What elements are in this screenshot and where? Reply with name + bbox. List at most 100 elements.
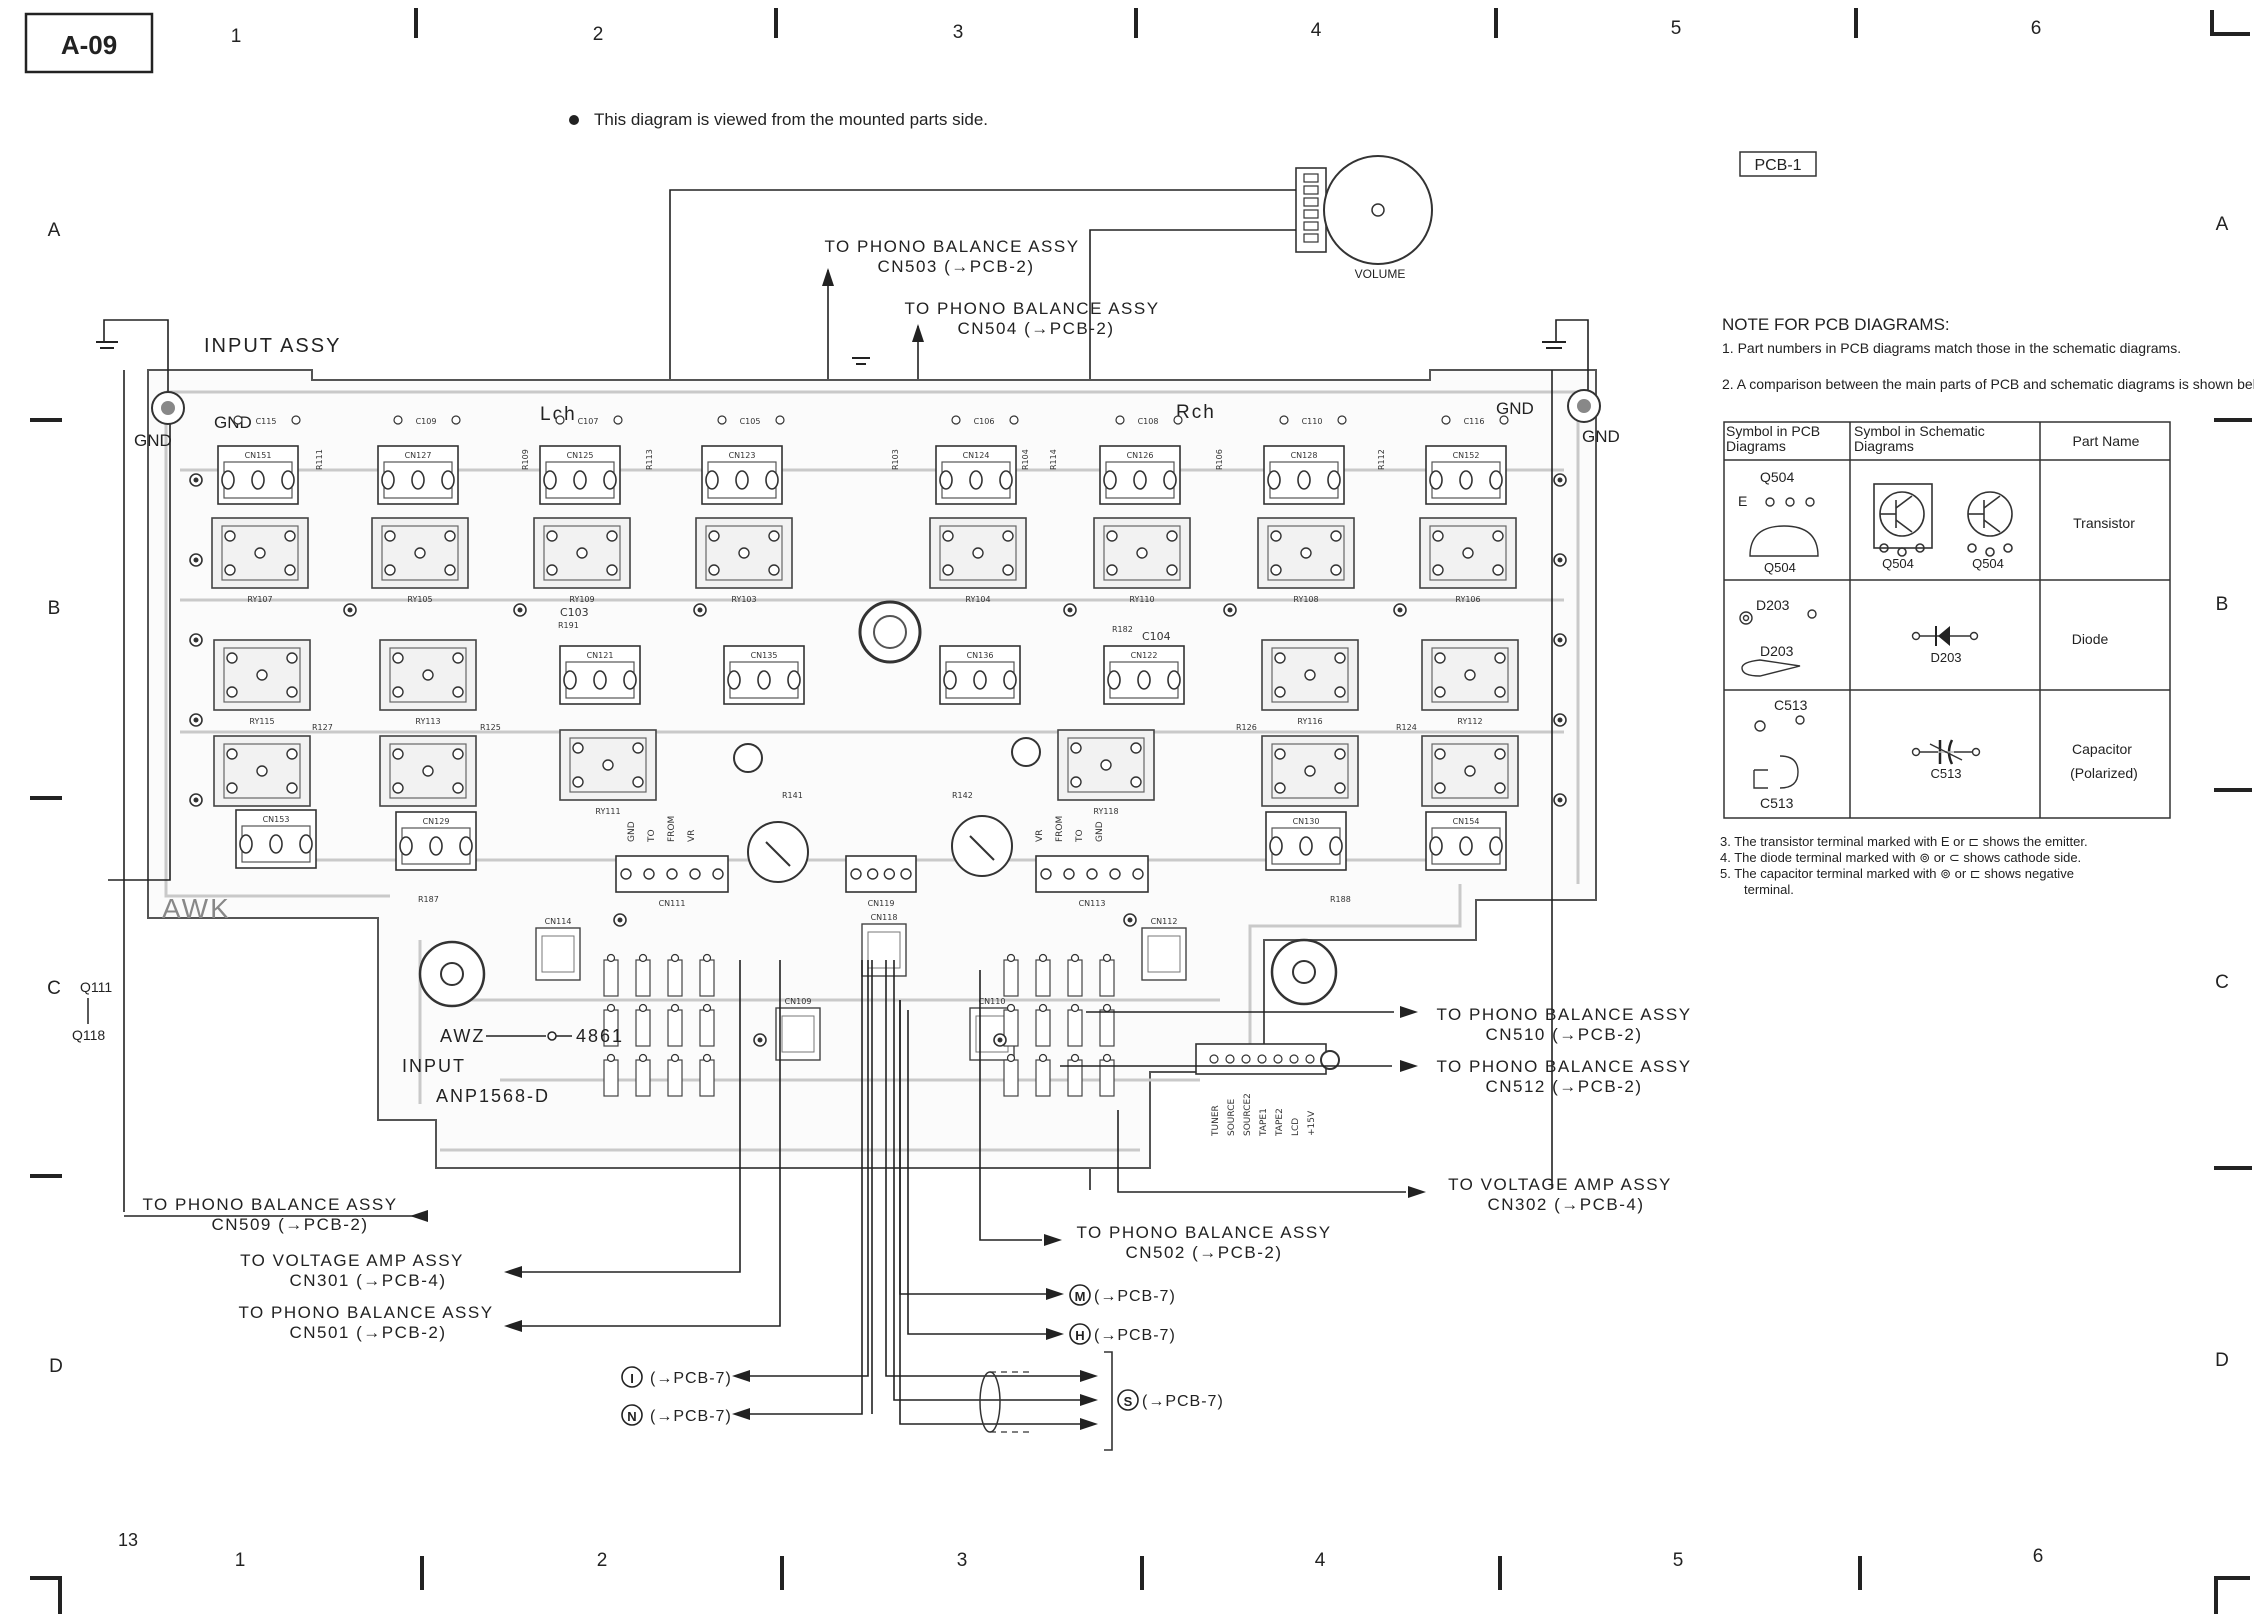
resistor-label: R109 <box>521 449 530 470</box>
connector-cn136: CN136 <box>939 645 1021 705</box>
connector-label: CN153 <box>263 815 290 824</box>
dest-cn502: TO PHONO BALANCE ASSY CN502 (→PCB-2) <box>1076 1223 1330 1262</box>
footnote-4: 4. The diode terminal marked with ⊚ or ⊂… <box>1720 850 2081 865</box>
connector-label: CN124 <box>963 451 990 460</box>
row-capacitor: C513 C513 C513 Capacitor (Polarized) <box>1753 697 2138 811</box>
cap-label: C115 <box>256 417 277 426</box>
cn117-pin: LCD <box>1291 1118 1301 1136</box>
relay-label: RY110 <box>1129 595 1154 604</box>
col-label-5: 5 <box>1671 18 1682 39</box>
volume-label: VOLUME <box>1355 267 1406 281</box>
awk-marking: AWK <box>162 893 231 924</box>
connector-cn135: CN135 <box>723 645 805 705</box>
notes-heading: NOTE FOR PCB DIAGRAMS: <box>1722 315 1950 334</box>
pcb-tag-box <box>1739 151 1817 177</box>
col-label-2: 2 <box>593 24 604 45</box>
dest-cn301-line2: CN301 (→PCB-4) <box>289 1271 446 1290</box>
table-header-part: Part Name <box>2073 433 2140 449</box>
cap-label: C108 <box>1138 417 1159 426</box>
left-electrolytic-cap <box>747 821 809 883</box>
lch-label: Lch <box>540 404 577 425</box>
solder-pad-hole <box>1397 607 1403 613</box>
resistor-column <box>1067 953 1083 1097</box>
transistor-schem-ref-2: Q504 <box>1972 556 2004 571</box>
transistor-schematic-icon-1 <box>1873 483 1933 557</box>
dest-cn504: TO PHONO BALANCE ASSY CN504 (→PCB-2) <box>904 299 1159 338</box>
diode-part-name: Diode <box>2072 631 2109 647</box>
diode-pcb-icon <box>1739 609 1817 677</box>
row-label-c-left: C <box>47 978 61 999</box>
col-label-5-bottom: 5 <box>1673 1550 1684 1571</box>
solder-pad-hole <box>193 637 199 643</box>
relay-label: RY116 <box>1297 717 1322 726</box>
connector-cn127: CN127 <box>377 445 459 505</box>
relay-ry113: RY113 <box>379 639 477 726</box>
right-jack-wires <box>1551 319 1589 1188</box>
capacitor-part-name-2: (Polarized) <box>2070 765 2138 781</box>
col-label-1: 1 <box>231 26 242 47</box>
awz-marking: AWZ 4861 <box>440 1026 622 1046</box>
cn117-pin: +15V <box>1307 1110 1317 1136</box>
col-label-1-bottom: 1 <box>235 1550 246 1571</box>
side-label-q118: Q118 <box>72 1027 105 1043</box>
connector-cn154: CN154 <box>1425 811 1507 871</box>
right-jack-icon <box>1567 389 1601 423</box>
solder-pad-hole <box>1227 607 1233 613</box>
pin-label: VR <box>1035 830 1045 842</box>
transistor-part-name: Transistor <box>2073 515 2135 531</box>
right-small-transistor <box>1011 737 1041 767</box>
table-header-pcb: Symbol in PCB Diagrams <box>1726 424 1821 454</box>
solder-pad-hole <box>1557 797 1563 803</box>
transistor-pcb-ref-2: Q504 <box>1764 560 1796 575</box>
solder-pad-hole <box>193 557 199 563</box>
relay-label: RY107 <box>247 595 272 604</box>
connector-label: CN127 <box>405 451 432 460</box>
resistor-column <box>1099 953 1115 1097</box>
transistor-emitter-mark: E <box>1738 493 1747 509</box>
cn117-pin: TAPE1 <box>1259 1108 1269 1137</box>
transistor-schematic-icon-2 <box>1967 491 2013 557</box>
dest-n: N (→PCB-7) <box>621 1404 731 1426</box>
relay-label: RY103 <box>731 595 756 604</box>
connector-label: CN130 <box>1293 817 1320 826</box>
cap-label-large: C104 <box>1142 630 1171 643</box>
sheet-frame: A-09 1 2 3 4 5 6 13 1 2 3 <box>24 8 2252 1614</box>
dest-m-letter: M <box>1075 1289 1086 1304</box>
relay-ry116: RY116 <box>1261 639 1359 726</box>
connector-label: CN123 <box>729 451 756 460</box>
arrow-cn504 <box>912 324 924 342</box>
diode-schematic-icon <box>1911 626 1979 646</box>
left-jack-icon <box>151 391 185 425</box>
resistor-column <box>635 953 651 1097</box>
resistor-label: R104 <box>1021 449 1030 470</box>
component-label: CN112 <box>1151 917 1178 926</box>
dest-cn302-line1: TO VOLTAGE AMP ASSY <box>1448 1175 1672 1194</box>
arrow-cn503 <box>822 268 834 286</box>
dest-cn510-line1: TO PHONO BALANCE ASSY <box>1436 1005 1691 1024</box>
relay-ry111: RY111 <box>379 735 477 822</box>
dest-cn301: TO VOLTAGE AMP ASSY CN301 (→PCB-4) <box>240 1251 462 1290</box>
solder-pad-hole <box>1557 637 1563 643</box>
dest-cn512-line1: TO PHONO BALANCE ASSY <box>1436 1057 1691 1076</box>
right-electrolytic-cap <box>951 815 1013 877</box>
notes-panel: NOTE FOR PCB DIAGRAMS: 1. Part numbers i… <box>1720 315 2254 897</box>
dest-cn509-line1: TO PHONO BALANCE ASSY <box>142 1195 397 1214</box>
bottom-wires <box>124 960 1406 1425</box>
resistor-label: R114 <box>1049 449 1058 470</box>
bottom-ruler-numbers: 13 1 2 3 4 5 6 <box>118 1530 2043 1571</box>
connector-label: CN121 <box>587 651 614 660</box>
resistor-label: R125 <box>480 723 501 732</box>
dest-cn504-line1: TO PHONO BALANCE ASSY <box>904 299 1159 318</box>
dest-m-target: (→PCB-7) <box>1094 1288 1176 1305</box>
pin-label: VR <box>687 830 697 842</box>
connector-cn124: CN124 <box>935 445 1017 505</box>
relay-ry111: RY111 <box>559 729 657 816</box>
resistor-column <box>603 953 619 1097</box>
dest-cn510-line2: CN510 (→PCB-2) <box>1485 1025 1642 1044</box>
dest-cn503-line2: CN503 (→PCB-2) <box>877 257 1034 276</box>
dest-cn510: TO PHONO BALANCE ASSY CN510 (→PCB-2) <box>1436 1005 1691 1044</box>
solder-pad-hole <box>347 607 353 613</box>
footnote-5: 5. The capacitor terminal marked with ⊚ … <box>1720 866 2074 881</box>
row-label-c-right: C <box>2215 972 2229 993</box>
